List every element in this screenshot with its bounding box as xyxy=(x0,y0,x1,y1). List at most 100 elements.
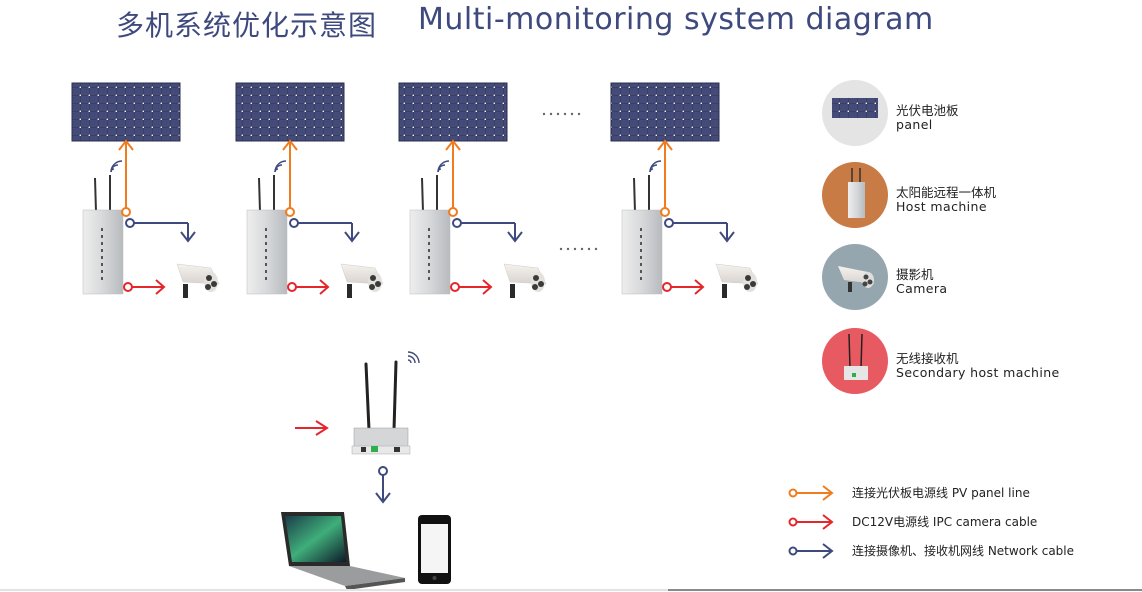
pv-panel-line xyxy=(657,139,673,217)
solar-panel xyxy=(71,82,181,142)
orange-arrow-icon xyxy=(788,485,834,501)
camera-cable xyxy=(450,279,493,295)
host-indicator xyxy=(640,242,642,245)
host-indicator xyxy=(265,277,267,280)
solar-panel-icon xyxy=(832,98,878,118)
camera xyxy=(176,263,220,298)
wifi-icon xyxy=(110,160,123,173)
camera xyxy=(715,263,759,298)
ellipsis-middle xyxy=(559,247,598,251)
legend-circle xyxy=(822,162,888,228)
camera-cable xyxy=(662,279,705,295)
system-unit xyxy=(610,82,759,298)
key-label: 连接摄像机、接收机网线 Network cable xyxy=(852,544,1075,558)
antenna xyxy=(633,177,636,213)
camera-cable xyxy=(287,279,330,295)
legend-circle xyxy=(822,328,888,394)
host-indicator xyxy=(101,270,103,273)
host-indicator xyxy=(265,263,267,266)
system-unit xyxy=(398,82,547,298)
pv-panel-line xyxy=(445,139,461,217)
camera-cable-arrow-in xyxy=(295,420,329,436)
antenna xyxy=(94,177,97,213)
legend-label-en: panel xyxy=(896,117,933,132)
bottom-divider-accent xyxy=(668,589,1142,591)
host-indicator xyxy=(640,270,642,273)
solar-panel xyxy=(235,82,345,142)
host-indicator xyxy=(101,228,103,231)
host-indicator xyxy=(101,277,103,280)
host-indicator xyxy=(640,263,642,266)
legend-label-en: Secondary host machine xyxy=(896,365,1060,380)
solar-panel xyxy=(610,82,720,142)
network-cable xyxy=(125,218,196,243)
smartphone-image xyxy=(418,515,451,584)
host-indicator xyxy=(428,256,430,259)
host-indicator xyxy=(265,256,267,259)
title-english: Multi-monitoring system diagram xyxy=(418,2,934,37)
host-indicator xyxy=(640,277,642,280)
wifi-icon xyxy=(407,351,420,364)
key-camera-cable: DC12V电源线 IPC camera cable xyxy=(785,513,1125,531)
legend-label-cn: 太阳能远程一体机 xyxy=(896,185,997,200)
legend-item-panel: 光伏电池板 panel xyxy=(822,80,1102,146)
legend-label-cn: 光伏电池板 xyxy=(896,103,959,118)
legend-label-cn: 无线接收机 xyxy=(896,351,959,366)
host-indicator xyxy=(101,249,103,252)
host-indicator xyxy=(265,235,267,238)
legend-circle xyxy=(822,244,888,310)
host-indicator xyxy=(640,235,642,238)
camera xyxy=(503,263,547,298)
wifi-icon xyxy=(274,160,287,173)
legend-label-cn: 摄影机 xyxy=(896,267,934,282)
host-indicator xyxy=(640,228,642,231)
blue-arrow-icon xyxy=(788,543,834,559)
key-label: DC12V电源线 IPC camera cable xyxy=(852,515,1038,529)
legend-label-en: Host machine xyxy=(896,199,987,214)
network-cable xyxy=(289,218,360,243)
key-pv-panel-line: 连接光伏板电源线 PV panel line xyxy=(785,484,1125,502)
secondary-host-machine xyxy=(351,351,420,455)
system-unit xyxy=(235,82,384,298)
legend-label-en: Camera xyxy=(896,281,948,296)
solar-panel xyxy=(398,82,508,142)
system-unit xyxy=(71,82,220,298)
host-indicator xyxy=(428,263,430,266)
host-machine-icon xyxy=(848,168,865,218)
red-arrow-icon xyxy=(788,514,834,530)
host-indicator xyxy=(101,235,103,238)
host-indicator xyxy=(428,242,430,245)
host-indicator xyxy=(101,256,103,259)
network-cable xyxy=(664,218,735,243)
antenna xyxy=(421,177,424,213)
host-indicator xyxy=(428,270,430,273)
key-network-cable: 连接摄像机、接收机网线 Network cable xyxy=(785,542,1125,560)
camera-cable xyxy=(123,279,166,295)
key-label: 连接光伏板电源线 PV panel line xyxy=(852,486,1030,500)
host-indicator xyxy=(428,249,430,252)
pv-panel-line xyxy=(118,139,134,217)
legend-circle xyxy=(822,80,888,146)
host-indicator xyxy=(428,277,430,280)
legend-item-camera: 摄影机 Camera xyxy=(822,244,1102,310)
wifi-icon xyxy=(437,160,450,173)
host-indicator xyxy=(265,228,267,231)
network-cable xyxy=(452,218,523,243)
legend-item-host-machine: 太阳能远程一体机 Host machine xyxy=(822,162,1102,228)
legend-item-secondary-host: 无线接收机 Secondary host machine xyxy=(822,328,1102,394)
ellipsis-top xyxy=(542,112,581,116)
host-indicator xyxy=(640,249,642,252)
host-indicator xyxy=(428,235,430,238)
host-indicator xyxy=(101,242,103,245)
router-icon xyxy=(844,333,868,380)
laptop-image xyxy=(281,512,405,590)
host-indicator xyxy=(265,242,267,245)
wifi-icon xyxy=(649,160,662,173)
network-cable-arrow-down xyxy=(375,466,391,504)
bottom-divider xyxy=(0,589,1142,591)
host-indicator xyxy=(428,228,430,231)
host-indicator xyxy=(101,263,103,266)
title-chinese: 多机系统优化示意图 xyxy=(116,9,378,42)
pv-panel-line xyxy=(282,139,298,217)
